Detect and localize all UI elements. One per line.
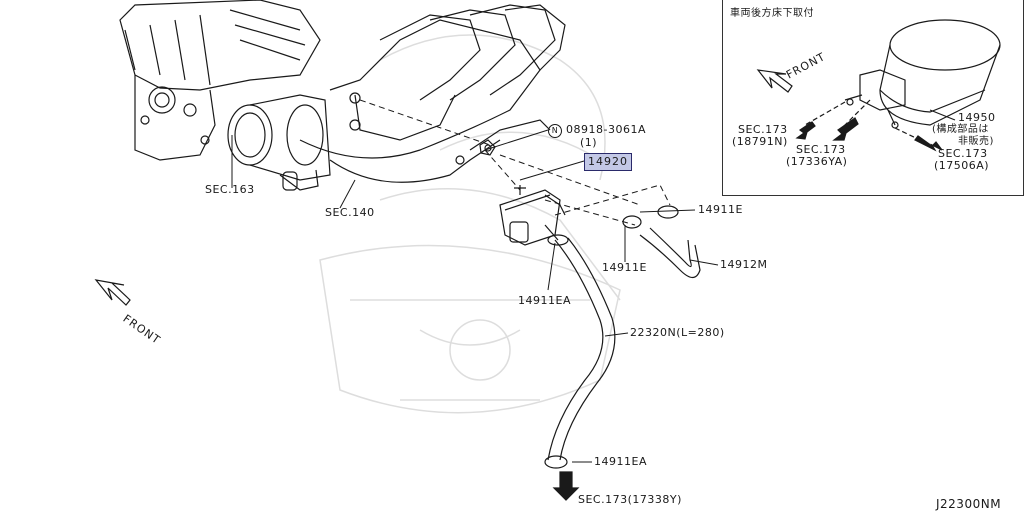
inset-canister-note-1: (構成部品は bbox=[932, 124, 989, 135]
label-bolt-symbol: N bbox=[548, 124, 562, 138]
watermark-logo bbox=[319, 34, 621, 414]
label-bolt-number: 08918-3061A bbox=[566, 123, 646, 136]
inset-sec173-a: SEC.173 bbox=[738, 123, 788, 136]
inset-sec173-a-sub: (18791N) bbox=[732, 135, 788, 148]
label-clamp-14911ea-lower: 14911EA bbox=[594, 455, 647, 468]
inset-sec173-c: SEC.173 bbox=[938, 147, 988, 160]
bolt-symbol-circle: N bbox=[548, 124, 562, 138]
engine-block bbox=[119, 0, 321, 161]
label-hose-14912m: 14912M bbox=[720, 258, 768, 271]
hose-14912m bbox=[622, 205, 701, 279]
inset-arrows bbox=[795, 117, 943, 152]
intake-manifold bbox=[299, 4, 566, 183]
inset-drawing bbox=[756, 19, 1001, 141]
label-bolt-qty: (1) bbox=[580, 136, 598, 149]
label-part-14920-highlight[interactable]: 14920 bbox=[584, 153, 632, 171]
inset-sec173-b: SEC.173 bbox=[796, 143, 846, 156]
label-clamp-14911e-lower: 14911E bbox=[602, 261, 647, 274]
front-arrow-main bbox=[94, 279, 131, 306]
label-sec163: SEC.163 bbox=[205, 183, 255, 196]
inset-title: 車両後方床下取付 bbox=[730, 8, 814, 19]
inset-canister-note-2: 非販売) bbox=[958, 136, 994, 147]
label-hose-22320n: 22320N(L=280) bbox=[630, 326, 725, 339]
arrow-down bbox=[552, 471, 580, 501]
inset-sec173-b-sub: (17336YA) bbox=[786, 155, 848, 168]
label-clamp-14911ea-upper: 14911EA bbox=[518, 294, 571, 307]
label-sec140: SEC.140 bbox=[325, 206, 375, 219]
label-diagram-code: J22300NM bbox=[936, 497, 1002, 511]
bolt bbox=[479, 139, 496, 156]
throttle-body bbox=[227, 94, 331, 191]
inset-sec173-c-sub: (17506A) bbox=[934, 159, 990, 172]
leader-lines bbox=[231, 129, 719, 463]
label-sec173-bottom: SEC.173(17338Y) bbox=[578, 493, 682, 506]
hose-22320n bbox=[544, 234, 616, 469]
label-clamp-14911e-upper: 14911E bbox=[698, 203, 743, 216]
inset-canister-number: 14950 bbox=[958, 111, 996, 124]
